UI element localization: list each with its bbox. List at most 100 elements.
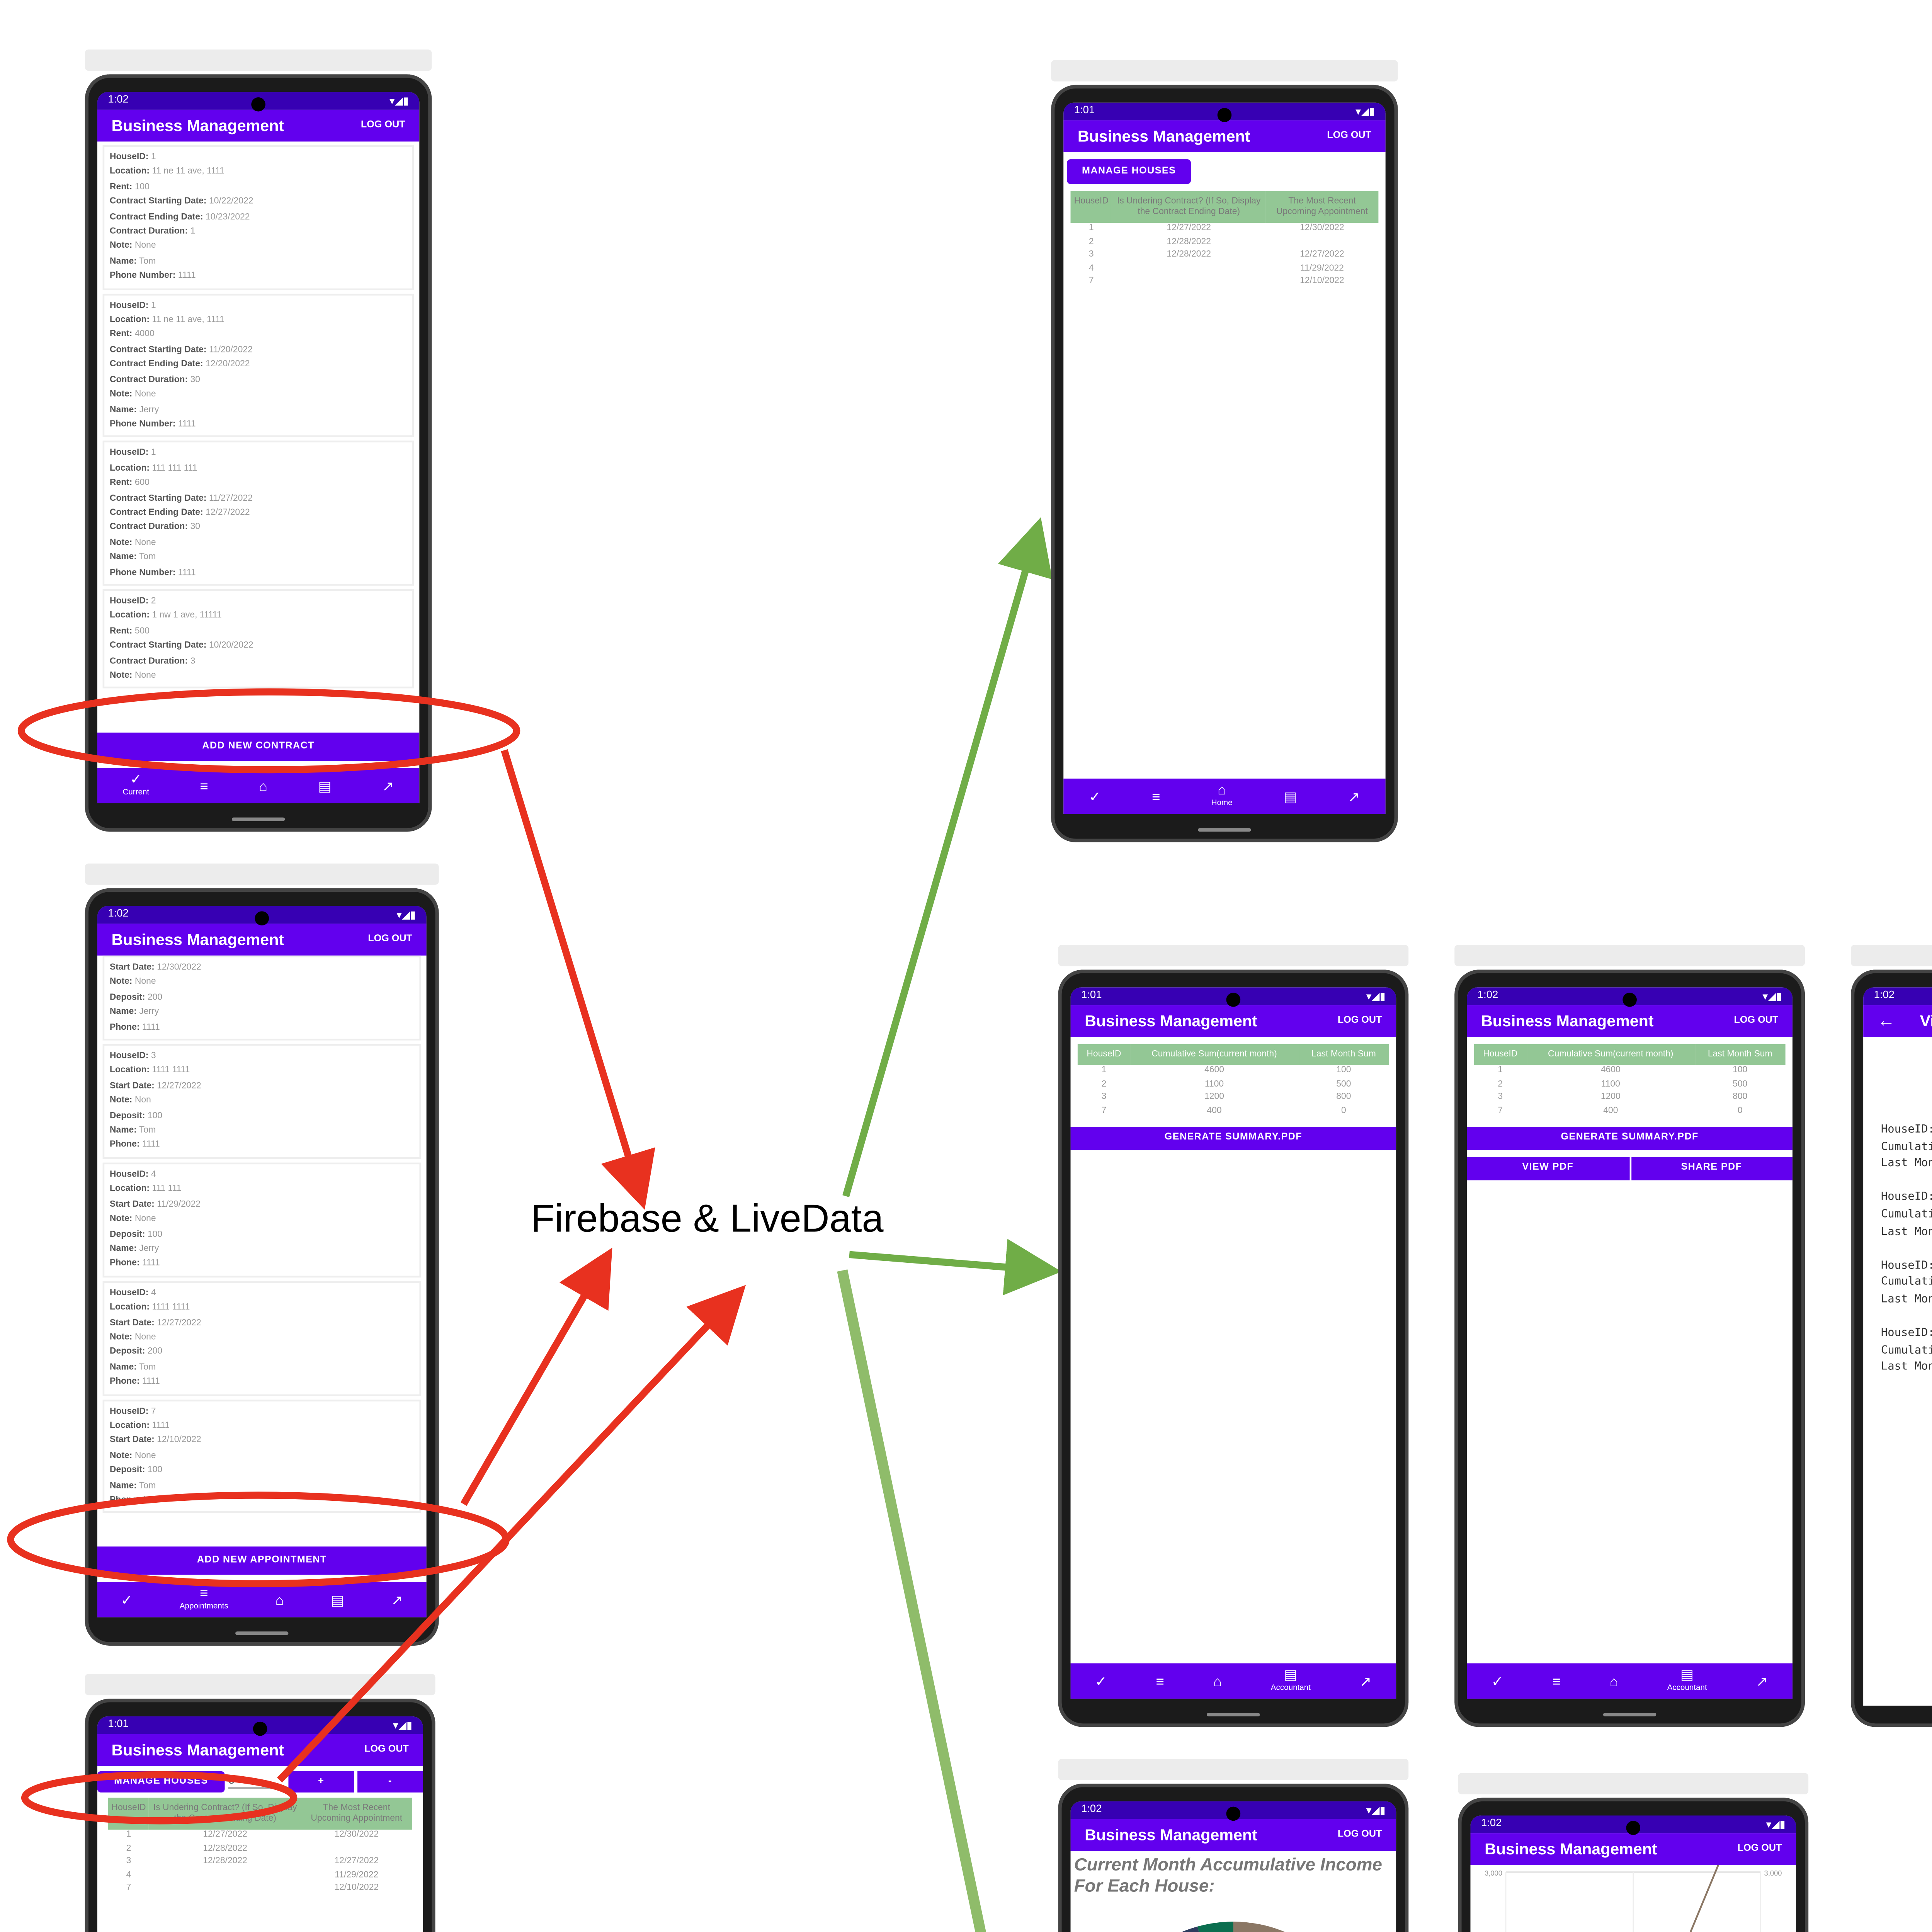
- nav-home[interactable]: ⌂: [259, 777, 268, 794]
- manage-houses-button[interactable]: MANAGE HOUSES: [97, 1771, 225, 1793]
- nav-accountant[interactable]: ▤: [1284, 789, 1297, 803]
- back-arrow-icon[interactable]: ←: [1877, 1011, 1895, 1031]
- share-pdf-button[interactable]: SHARE PDF: [1630, 1157, 1793, 1180]
- generate-summary-button[interactable]: GENERATE SUMMARY.PDF: [1070, 1127, 1396, 1150]
- nav-home[interactable]: ⌂Home: [1211, 783, 1233, 809]
- field-label: Rent:: [109, 330, 133, 341]
- field-row: Phone Number: 1111: [110, 269, 407, 284]
- field-value: 30: [190, 522, 201, 533]
- nav-current[interactable]: ✓: [1095, 1674, 1107, 1688]
- app-bar: ←ViewPDFActivity: [1863, 1005, 1932, 1037]
- field-row: Note: None: [110, 388, 407, 402]
- check-plus-icon: ✓: [121, 1592, 133, 1608]
- nav-home[interactable]: ⌂: [275, 1592, 284, 1608]
- field-row: HouseID: 7: [110, 1404, 414, 1419]
- field-row: Name: Tom: [110, 1124, 414, 1138]
- view-pdf-button[interactable]: VIEW PDF: [1467, 1157, 1629, 1180]
- nav-home[interactable]: ⌂: [1610, 1674, 1618, 1688]
- field-value: 10/20/2022: [209, 641, 253, 652]
- field-row: Name: Tom: [110, 551, 407, 565]
- nav-current[interactable]: ✓: [121, 1592, 133, 1608]
- table-cell: 1: [1498, 1065, 1503, 1076]
- nav-appointments[interactable]: ≡Appointments: [180, 1586, 228, 1612]
- phone-view-pdf: 1:02▾◢▮ ←ViewPDFActivity HouseID: #1 Cum…: [1851, 945, 1932, 1727]
- add-appointment-button[interactable]: ADD NEW APPOINTMENT: [97, 1546, 427, 1575]
- generate-summary-button[interactable]: GENERATE SUMMARY.PDF: [1467, 1127, 1793, 1150]
- home-icon: ⌂: [259, 777, 268, 794]
- nav-current[interactable]: ✓Current: [122, 772, 149, 798]
- field-label: Phone:: [109, 1495, 140, 1506]
- logout-button[interactable]: LOG OUT: [368, 934, 413, 945]
- logout-button[interactable]: LOG OUT: [1327, 131, 1372, 142]
- manage-row: MANAGE HOUSES 9 + -: [97, 1771, 423, 1793]
- field-label: Contract Ending Date:: [109, 508, 203, 519]
- logout-button[interactable]: LOG OUT: [1734, 1015, 1779, 1027]
- field-label: Contract Duration:: [109, 374, 188, 385]
- logout-button[interactable]: LOG OUT: [364, 1745, 409, 1755]
- table-cell: 12/27/2022: [203, 1830, 247, 1840]
- logout-button[interactable]: LOG OUT: [1737, 1844, 1782, 1855]
- table-cell: 500: [1733, 1078, 1748, 1089]
- remove-house-button[interactable]: -: [357, 1771, 423, 1793]
- nav-data[interactable]: ↗: [382, 779, 394, 793]
- field-label: HouseID:: [109, 152, 149, 163]
- manage-houses-button[interactable]: MANAGE HOUSES: [1067, 159, 1191, 184]
- field-row: Name: Jerry: [110, 403, 407, 417]
- field-value: Jerry: [139, 404, 159, 415]
- nav-appointments[interactable]: ≡: [1552, 1674, 1560, 1688]
- nav-accountant[interactable]: ▤Accountant: [1271, 1668, 1311, 1693]
- field-row: Start Date: 12/27/2022: [110, 1079, 414, 1094]
- nav-current[interactable]: ✓: [1492, 1674, 1503, 1688]
- table-cell: 4: [126, 1869, 131, 1880]
- nav-data[interactable]: ↗: [1348, 789, 1360, 803]
- nav-appointments[interactable]: ≡: [200, 779, 208, 793]
- camera-cutout: [251, 97, 265, 112]
- nav-appointments[interactable]: ≡: [1152, 789, 1160, 803]
- logout-button[interactable]: LOG OUT: [361, 120, 405, 131]
- field-value: 1: [151, 300, 156, 311]
- nav-current[interactable]: ✓: [1089, 789, 1101, 803]
- logout-button[interactable]: LOG OUT: [1337, 1015, 1382, 1027]
- field-row: Note: Non: [110, 1094, 414, 1109]
- table-cell: 4600: [1600, 1065, 1621, 1076]
- nav-accountant[interactable]: ▤: [331, 1592, 344, 1607]
- field-value: 100: [134, 182, 150, 193]
- field-row: Note: None: [110, 1449, 414, 1464]
- house-number-input[interactable]: 9: [228, 1775, 285, 1789]
- add-contract-button[interactable]: ADD NEW CONTRACT: [97, 732, 420, 761]
- field-row: Phone Number: 1111: [110, 565, 407, 580]
- nav-home[interactable]: ⌂: [1213, 1674, 1222, 1688]
- field-value: 100: [147, 1465, 163, 1476]
- field-row: Contract Ending Date: 10/23/2022: [110, 210, 407, 224]
- add-house-button[interactable]: +: [288, 1771, 354, 1793]
- nav-data[interactable]: ↗: [391, 1592, 403, 1607]
- nav-accountant[interactable]: ▤: [318, 779, 332, 793]
- nav-data[interactable]: ↗: [1756, 1674, 1768, 1688]
- field-label: HouseID:: [109, 1406, 149, 1417]
- field-label: Location:: [109, 611, 150, 622]
- column-header: HouseID: [1070, 191, 1112, 223]
- nav-appointments[interactable]: ≡: [1156, 1674, 1164, 1688]
- home-icon: ⌂: [275, 1592, 284, 1608]
- nav-accountant[interactable]: ▤Accountant: [1667, 1668, 1707, 1693]
- logout-button[interactable]: LOG OUT: [1337, 1830, 1382, 1840]
- nav-data[interactable]: ↗: [1360, 1674, 1372, 1688]
